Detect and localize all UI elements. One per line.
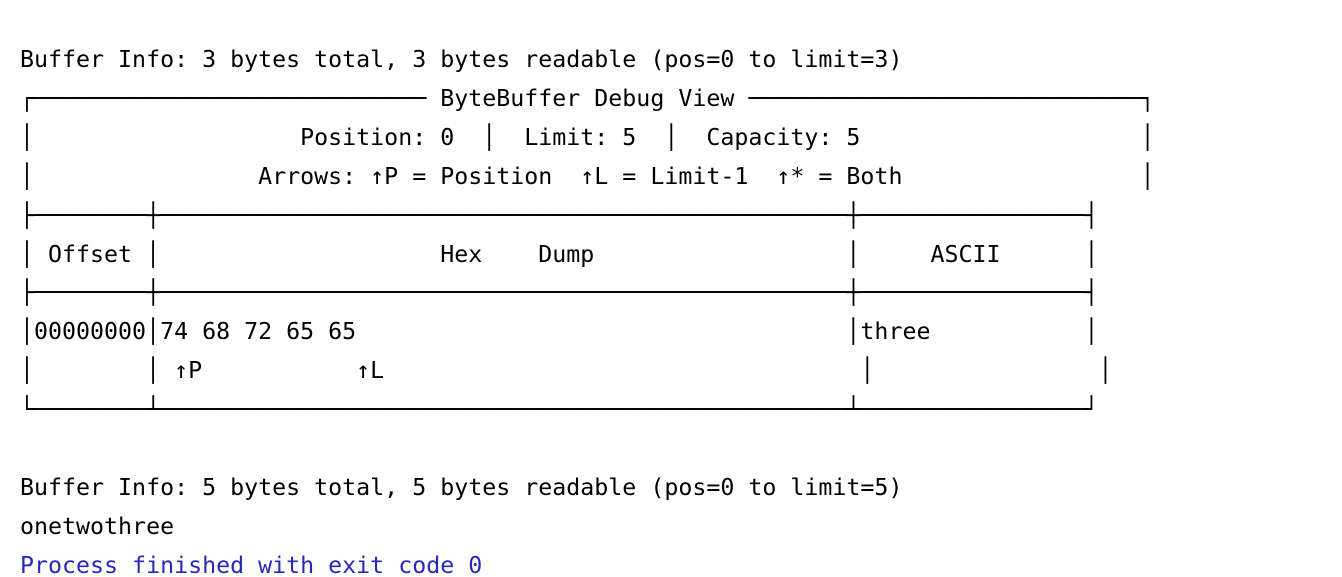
table-separator-top: ├────────┼──────────────────────────────… — [20, 201, 1099, 229]
box-top-border: ┌──────────────────────────── ByteBuffer… — [20, 84, 1155, 112]
buffer-content-line: onetwothree — [20, 512, 175, 540]
table-bottom-border: └────────┴──────────────────────────────… — [20, 396, 1099, 424]
table-header-separator: ├────────┼──────────────────────────────… — [20, 279, 1099, 307]
arrow-indicator-row: │ │ ↑P ↑L │ │ — [20, 357, 1113, 385]
arrows-legend-line: │ Arrows: ↑P = Position ↑L = Limit-1 ↑* … — [20, 162, 1155, 190]
buffer-state-line: │ Position: 0 │ Limit: 5 │ Capacity: 5 │ — [20, 123, 1155, 151]
process-exit-line: Process finished with exit code 0 — [20, 551, 483, 577]
buffer-info-line-2: Buffer Info: 5 bytes total, 5 bytes read… — [20, 473, 903, 501]
buffer-info-line-1: Buffer Info: 3 bytes total, 3 bytes read… — [20, 46, 903, 73]
table-header-row: │ Offset │ Hex Dump │ ASCII │ — [20, 240, 1099, 268]
blank-line — [20, 430, 1342, 469]
hex-dump-data-row: │00000000│74 68 72 65 65 │three │ — [20, 318, 1099, 346]
